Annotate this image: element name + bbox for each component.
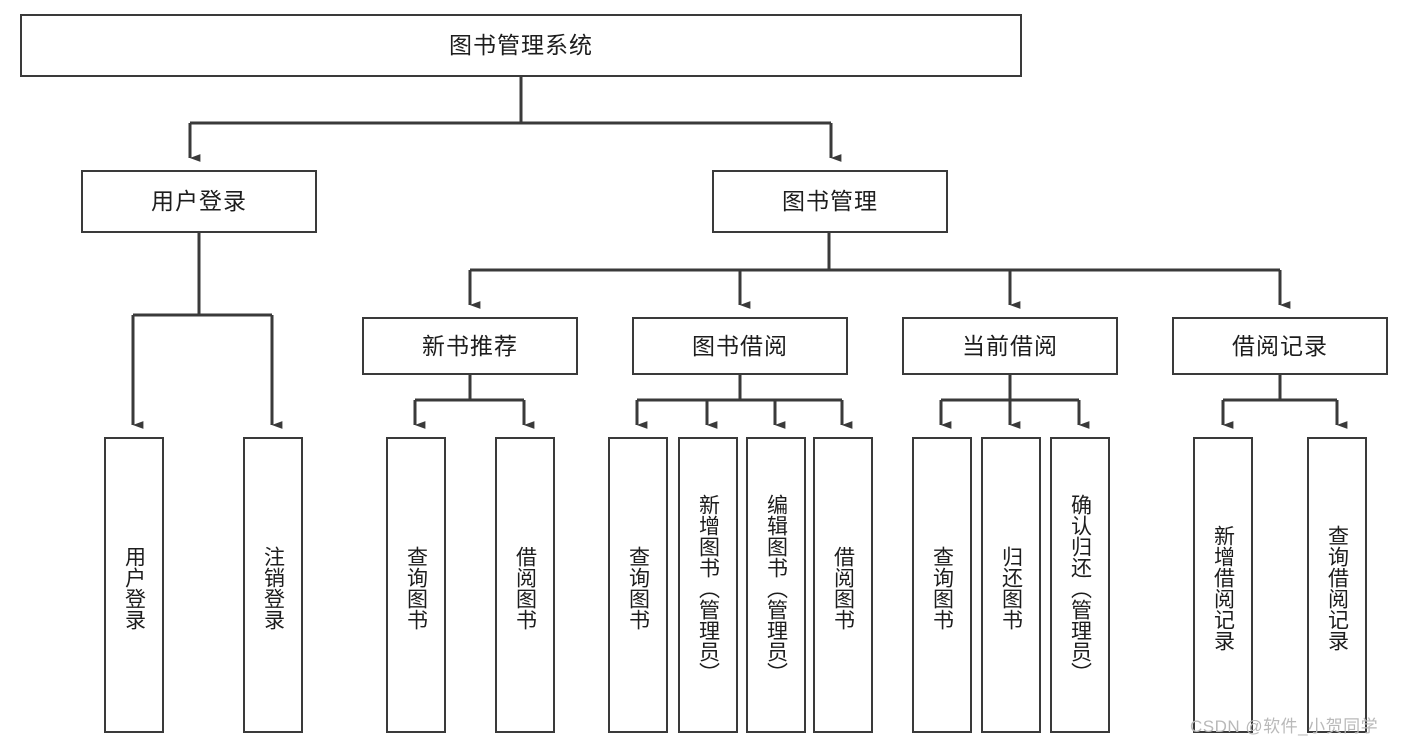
leaf-query-book-borrow[interactable]: 查询图书	[608, 437, 668, 733]
leaf-add-book-admin-label: 新增图书（管理员）	[696, 493, 720, 683]
node-current-borrow-label: 当前借阅	[962, 332, 1058, 359]
node-user-login[interactable]: 用户登录	[81, 170, 317, 233]
leaf-return-book-label: 归还图书	[999, 546, 1023, 630]
node-book-borrow[interactable]: 图书借阅	[632, 317, 848, 375]
leaf-query-book-current[interactable]: 查询图书	[912, 437, 972, 733]
node-borrow-record-label: 借阅记录	[1232, 332, 1328, 359]
leaf-query-book-new-label: 查询图书	[404, 546, 428, 630]
node-borrow-record[interactable]: 借阅记录	[1172, 317, 1388, 375]
leaf-borrow-book-label: 借阅图书	[831, 546, 855, 630]
leaf-add-borrow-record[interactable]: 新增借阅记录	[1193, 437, 1253, 733]
leaf-edit-book-admin-label: 编辑图书（管理员）	[764, 493, 788, 683]
node-new-book-recommend-label: 新书推荐	[422, 332, 518, 359]
leaf-logout[interactable]: 注销登录	[243, 437, 303, 733]
leaf-add-borrow-record-label: 新增借阅记录	[1211, 525, 1235, 651]
leaf-logout-label: 注销登录	[261, 546, 285, 630]
leaf-borrow-book[interactable]: 借阅图书	[813, 437, 873, 733]
node-root-label: 图书管理系统	[449, 32, 593, 58]
leaf-borrow-book-new-label: 借阅图书	[513, 546, 537, 630]
leaf-query-book-current-label: 查询图书	[930, 546, 954, 630]
leaf-borrow-book-new[interactable]: 借阅图书	[495, 437, 555, 733]
leaf-edit-book-admin[interactable]: 编辑图书（管理员）	[746, 437, 806, 733]
leaf-confirm-return-admin-label: 确认归还（管理员）	[1068, 493, 1092, 683]
leaf-query-book-new[interactable]: 查询图书	[386, 437, 446, 733]
leaf-add-book-admin[interactable]: 新增图书（管理员）	[678, 437, 738, 733]
leaf-return-book[interactable]: 归还图书	[981, 437, 1041, 733]
node-root[interactable]: 图书管理系统	[20, 14, 1022, 77]
leaf-user-login[interactable]: 用户登录	[104, 437, 164, 733]
leaf-query-borrow-record[interactable]: 查询借阅记录	[1307, 437, 1367, 733]
leaf-user-login-label: 用户登录	[122, 546, 146, 630]
node-new-book-recommend[interactable]: 新书推荐	[362, 317, 578, 375]
node-user-login-label: 用户登录	[151, 188, 247, 214]
node-book-management[interactable]: 图书管理	[712, 170, 948, 233]
leaf-confirm-return-admin[interactable]: 确认归还（管理员）	[1050, 437, 1110, 733]
node-book-borrow-label: 图书借阅	[692, 332, 788, 359]
node-book-management-label: 图书管理	[782, 188, 878, 214]
leaf-query-book-borrow-label: 查询图书	[626, 546, 650, 630]
csdn-watermark: CSDN @软件_小贺同学	[1190, 717, 1379, 736]
node-current-borrow[interactable]: 当前借阅	[902, 317, 1118, 375]
leaf-query-borrow-record-label: 查询借阅记录	[1325, 525, 1349, 651]
